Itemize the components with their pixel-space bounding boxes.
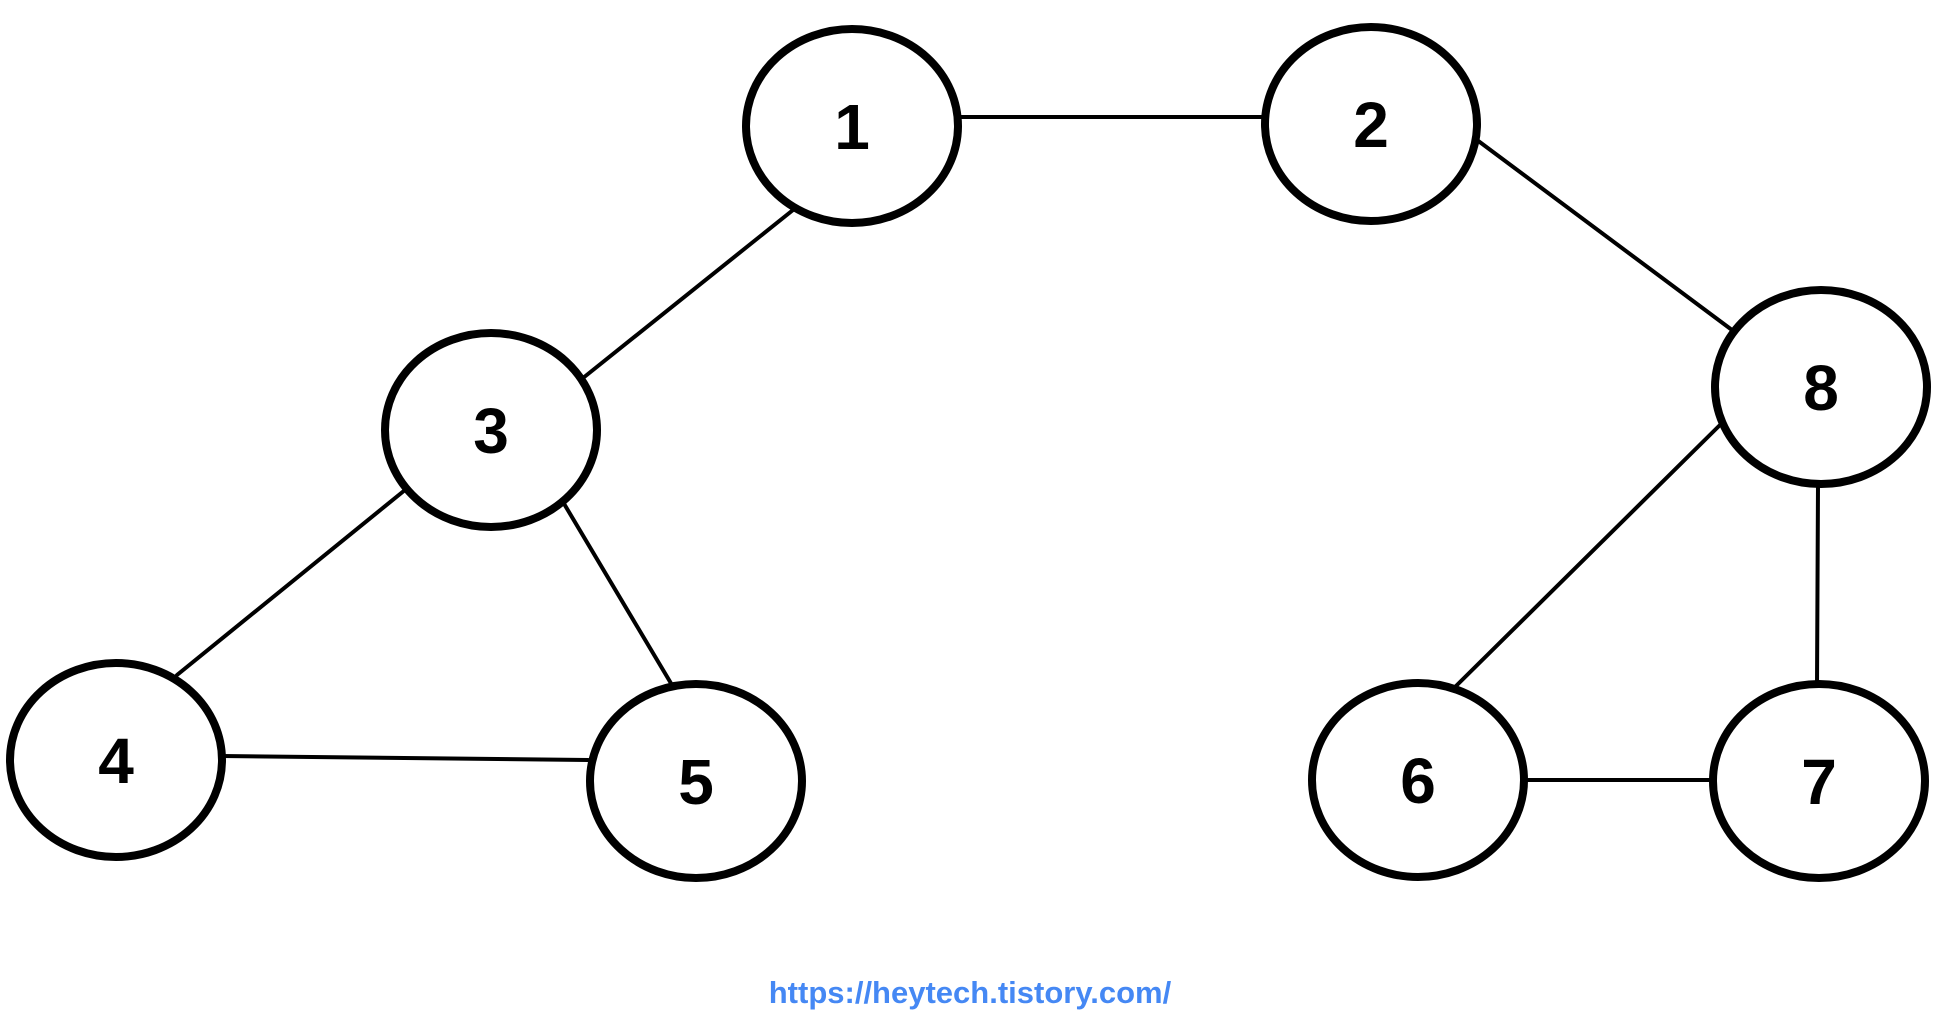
edge-8-6 — [1453, 421, 1724, 689]
edge-4-5 — [220, 754, 590, 762]
edge-3-5 — [561, 500, 674, 687]
node-label-3: 3 — [473, 395, 509, 467]
edge-3-4 — [175, 488, 407, 677]
node-label-7: 7 — [1801, 746, 1837, 818]
node-circle-4 — [6, 659, 226, 861]
edge-1-3 — [581, 208, 795, 380]
edges-layer — [175, 115, 1820, 782]
node-4: 4 — [6, 659, 226, 861]
node-2: 2 — [1261, 23, 1481, 225]
node-circle-2 — [1261, 23, 1481, 225]
nodes-layer: 1 2 3 4 5 6 7 8 — [6, 23, 1931, 882]
node-3: 3 — [381, 329, 601, 531]
node-8: 8 — [1711, 286, 1931, 488]
edge-8-7 — [1815, 483, 1820, 687]
node-circle-1 — [742, 25, 962, 227]
node-7: 7 — [1709, 680, 1929, 882]
node-circle-6 — [1308, 679, 1528, 881]
watermark-url: https://heytech.tistory.com/ — [768, 975, 1172, 1010]
node-6: 6 — [1308, 679, 1528, 881]
node-circle-7 — [1709, 680, 1929, 882]
node-1: 1 — [742, 25, 962, 227]
node-label-8: 8 — [1803, 352, 1839, 424]
node-circle-5 — [586, 680, 806, 882]
node-circle-3 — [381, 329, 601, 531]
node-circle-8 — [1711, 286, 1931, 488]
node-label-2: 2 — [1353, 89, 1389, 161]
node-label-1: 1 — [834, 91, 870, 163]
node-5: 5 — [586, 680, 806, 882]
edge-2-8 — [1475, 138, 1734, 332]
node-label-4: 4 — [98, 725, 134, 797]
node-label-6: 6 — [1400, 745, 1436, 817]
node-label-5: 5 — [678, 746, 714, 818]
